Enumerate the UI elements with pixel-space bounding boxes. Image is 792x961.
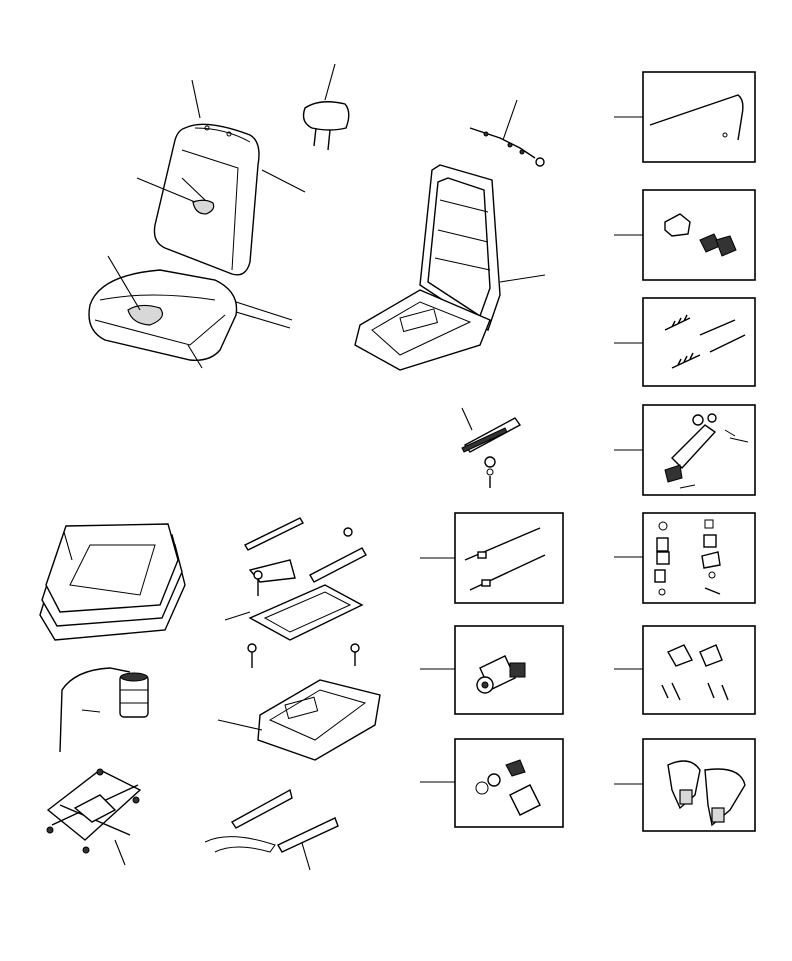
kit-box-cables-middle: [420, 512, 564, 604]
slide-rail-bracket: [461, 407, 522, 488]
kit-box-clips: [614, 189, 756, 281]
wire-harness-small: [469, 99, 545, 167]
kit-box-springs: [614, 297, 756, 387]
suspension-cover: [39, 523, 186, 641]
scissor-mechanism: [46, 768, 142, 866]
seat-bottom-cushion: [88, 255, 293, 369]
seat-back-cushion: [136, 79, 306, 276]
suspension-base: [217, 679, 381, 761]
kit-box-damper: [614, 404, 756, 496]
seat-frame: [354, 164, 546, 371]
slide-rails-pair: [204, 788, 339, 871]
kit-box-belts: [614, 738, 756, 832]
kit-box-cable: [614, 71, 756, 163]
kit-box-lock: [420, 625, 564, 715]
kit-box-hardware: [614, 512, 756, 604]
headrest: [302, 63, 350, 151]
adjuster-parts: [244, 517, 367, 596]
kit-box-brackets: [614, 625, 756, 715]
air-cylinder: [59, 667, 149, 753]
slide-rail-assembly: [224, 584, 364, 668]
kit-box-knob: [420, 738, 564, 828]
